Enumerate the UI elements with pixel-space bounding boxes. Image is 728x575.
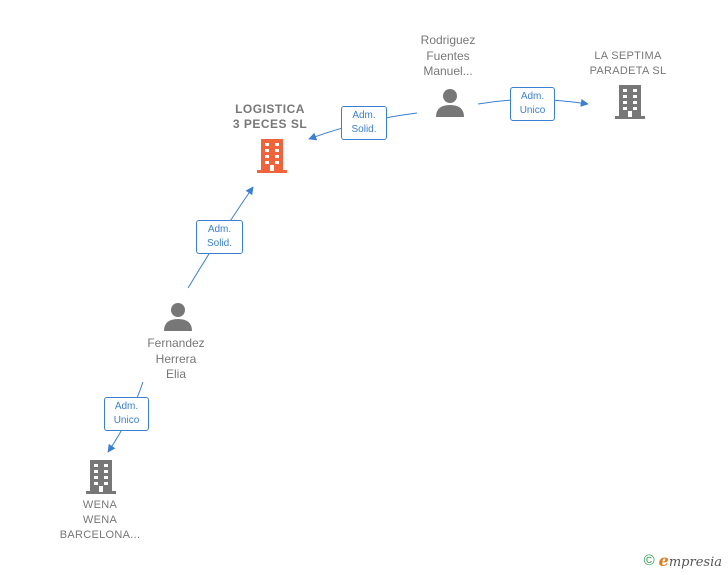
edge-label-rodriguez-logistica[interactable]: Adm. Solid. xyxy=(341,106,387,140)
edge-label-line: Unico xyxy=(113,415,140,426)
node-fernandez-line-1: Fernandez xyxy=(147,336,205,350)
edge-label-line: Adm. xyxy=(207,224,232,235)
building-icon[interactable] xyxy=(84,459,118,495)
edge-label-line: Solid. xyxy=(206,238,232,249)
edge-label-line: Adm. xyxy=(520,91,545,102)
node-wena-line-1: WENA xyxy=(82,499,118,511)
edge-label-line: Solid. xyxy=(351,124,377,135)
edge-label-line: Adm. xyxy=(352,110,376,121)
brand-initial: e xyxy=(658,551,669,570)
node-wena-label[interactable]: WENA WENA BARCELONA... xyxy=(60,498,141,543)
node-rodriguez-line-2: Fuentes xyxy=(426,48,470,63)
node-septima-line-2: PARADETA SL xyxy=(589,65,667,77)
node-rodriguez-line-1: Rodriguez xyxy=(420,33,476,47)
node-wena-line-3: BARCELONA... xyxy=(59,529,141,541)
person-icon[interactable] xyxy=(162,302,194,332)
node-fernandez-line-2: Herrera xyxy=(155,351,197,366)
brand-logo: empresia xyxy=(659,551,722,570)
node-fernandez-line-3: Elia xyxy=(165,367,186,381)
node-rodriguez-line-3: Manuel... xyxy=(423,64,473,78)
node-fernandez-label[interactable]: Fernandez Herrera Elia xyxy=(147,336,204,383)
node-rodriguez-label[interactable]: Rodriguez Fuentes Manuel... xyxy=(421,33,476,80)
edge-label-rodriguez-septima[interactable]: Adm. Unico xyxy=(510,87,555,121)
copyright-icon: © xyxy=(643,552,655,569)
node-wena-line-2: WENA xyxy=(82,514,118,526)
building-icon[interactable] xyxy=(613,84,647,120)
node-logistica-line-2: 3 PECES SL xyxy=(232,117,308,131)
footer-brand[interactable]: © empresia xyxy=(644,551,722,570)
edge-label-fernandez-wena[interactable]: Adm. Unico xyxy=(104,397,149,431)
node-septima-line-1: LA SEPTIMA xyxy=(594,50,662,62)
edge-label-line: Unico xyxy=(519,105,546,116)
brand-name: mpresia xyxy=(668,555,722,570)
edge-label-fernandez-logistica[interactable]: Adm. Solid. xyxy=(196,220,243,254)
edge-label-line: Adm. xyxy=(114,401,139,412)
node-logistica-label[interactable]: LOGISTICA 3 PECES SL xyxy=(233,102,307,132)
person-icon[interactable] xyxy=(434,88,466,118)
node-logistica-line-1: LOGISTICA xyxy=(235,102,305,116)
building-icon[interactable] xyxy=(255,138,289,174)
node-septima-label[interactable]: LA SEPTIMA PARADETA SL xyxy=(590,49,667,79)
